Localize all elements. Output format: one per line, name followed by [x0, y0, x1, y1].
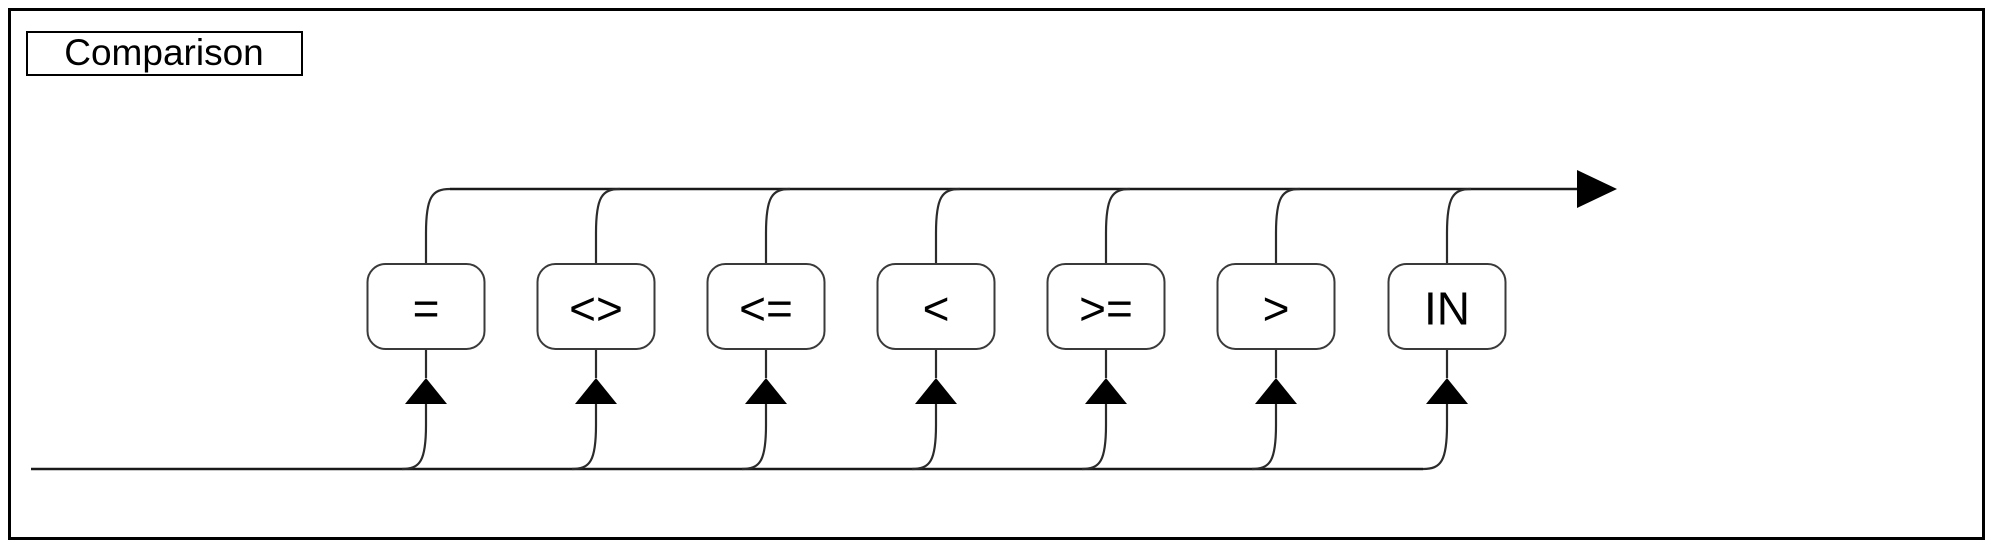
- connector-top-operator-greater-than: [1274, 187, 1301, 264]
- diagram-frame: [8, 8, 1985, 540]
- connector-bottom-operator-greater-or-equal: [1081, 404, 1108, 471]
- connector-bottom-operator-not-equals: [571, 404, 598, 471]
- entry-arrow-operator-greater-or-equal: [1085, 378, 1127, 404]
- node-label-operator-greater-than: >: [1263, 283, 1290, 335]
- connector-top-operator-in: [1445, 187, 1472, 264]
- connector-bottom-operator-in: [1422, 404, 1449, 471]
- connector-top-operator-not-equals: [594, 187, 621, 264]
- exit-arrow-right: [1577, 170, 1617, 208]
- node-operator-equals[interactable]: =: [366, 263, 486, 350]
- connector-bottom-operator-less-than: [911, 404, 938, 471]
- entry-arrow-operator-equals: [405, 378, 447, 404]
- node-box-operator-less-or-equal[interactable]: [706, 263, 826, 350]
- entry-arrow-operator-less-than: [915, 378, 957, 404]
- node-operator-not-equals[interactable]: <>: [536, 263, 656, 350]
- entry-arrow-operator-greater-than: [1255, 378, 1297, 404]
- node-box-operator-greater-than[interactable]: [1216, 263, 1336, 350]
- node-box-operator-greater-or-equal[interactable]: [1046, 263, 1166, 350]
- title-box: Comparison: [26, 31, 303, 76]
- node-box-operator-in[interactable]: [1387, 263, 1507, 350]
- node-box-operator-less-than[interactable]: [876, 263, 996, 350]
- connector-top-operator-equals: [424, 187, 451, 264]
- connector-top-operator-less-than: [934, 187, 961, 264]
- node-operator-less-or-equal[interactable]: <=: [706, 263, 826, 350]
- nodes-layer: = <> <= < >= > IN: [366, 263, 1507, 350]
- connector-bottom-operator-less-or-equal: [741, 404, 768, 471]
- node-operator-in[interactable]: IN: [1387, 263, 1507, 350]
- rails-layer: [31, 187, 1577, 471]
- connector-top-operator-greater-or-equal: [1104, 187, 1131, 264]
- entry-arrow-operator-less-or-equal: [745, 378, 787, 404]
- node-label-operator-less-than: <: [923, 283, 950, 335]
- node-label-operator-equals: =: [413, 283, 440, 335]
- diagram-title: Comparison: [64, 32, 263, 73]
- entry-arrow-operator-in: [1426, 378, 1468, 404]
- node-operator-less-than[interactable]: <: [876, 263, 996, 350]
- arrows-layer: [405, 170, 1617, 404]
- node-operator-greater-than[interactable]: >: [1216, 263, 1336, 350]
- node-box-operator-not-equals[interactable]: [536, 263, 656, 350]
- connector-bottom-operator-equals: [401, 404, 428, 471]
- node-box-operator-equals[interactable]: [366, 263, 486, 350]
- connector-top-operator-less-or-equal: [764, 187, 791, 264]
- node-label-operator-less-or-equal: <=: [739, 283, 793, 335]
- entry-arrow-operator-not-equals: [575, 378, 617, 404]
- node-label-operator-greater-or-equal: >=: [1079, 283, 1133, 335]
- title-box-rect: [26, 31, 303, 76]
- node-label-operator-in: IN: [1424, 283, 1470, 335]
- node-operator-greater-or-equal[interactable]: >=: [1046, 263, 1166, 350]
- node-label-operator-not-equals: <>: [569, 283, 623, 335]
- connector-bottom-operator-greater-than: [1251, 404, 1278, 471]
